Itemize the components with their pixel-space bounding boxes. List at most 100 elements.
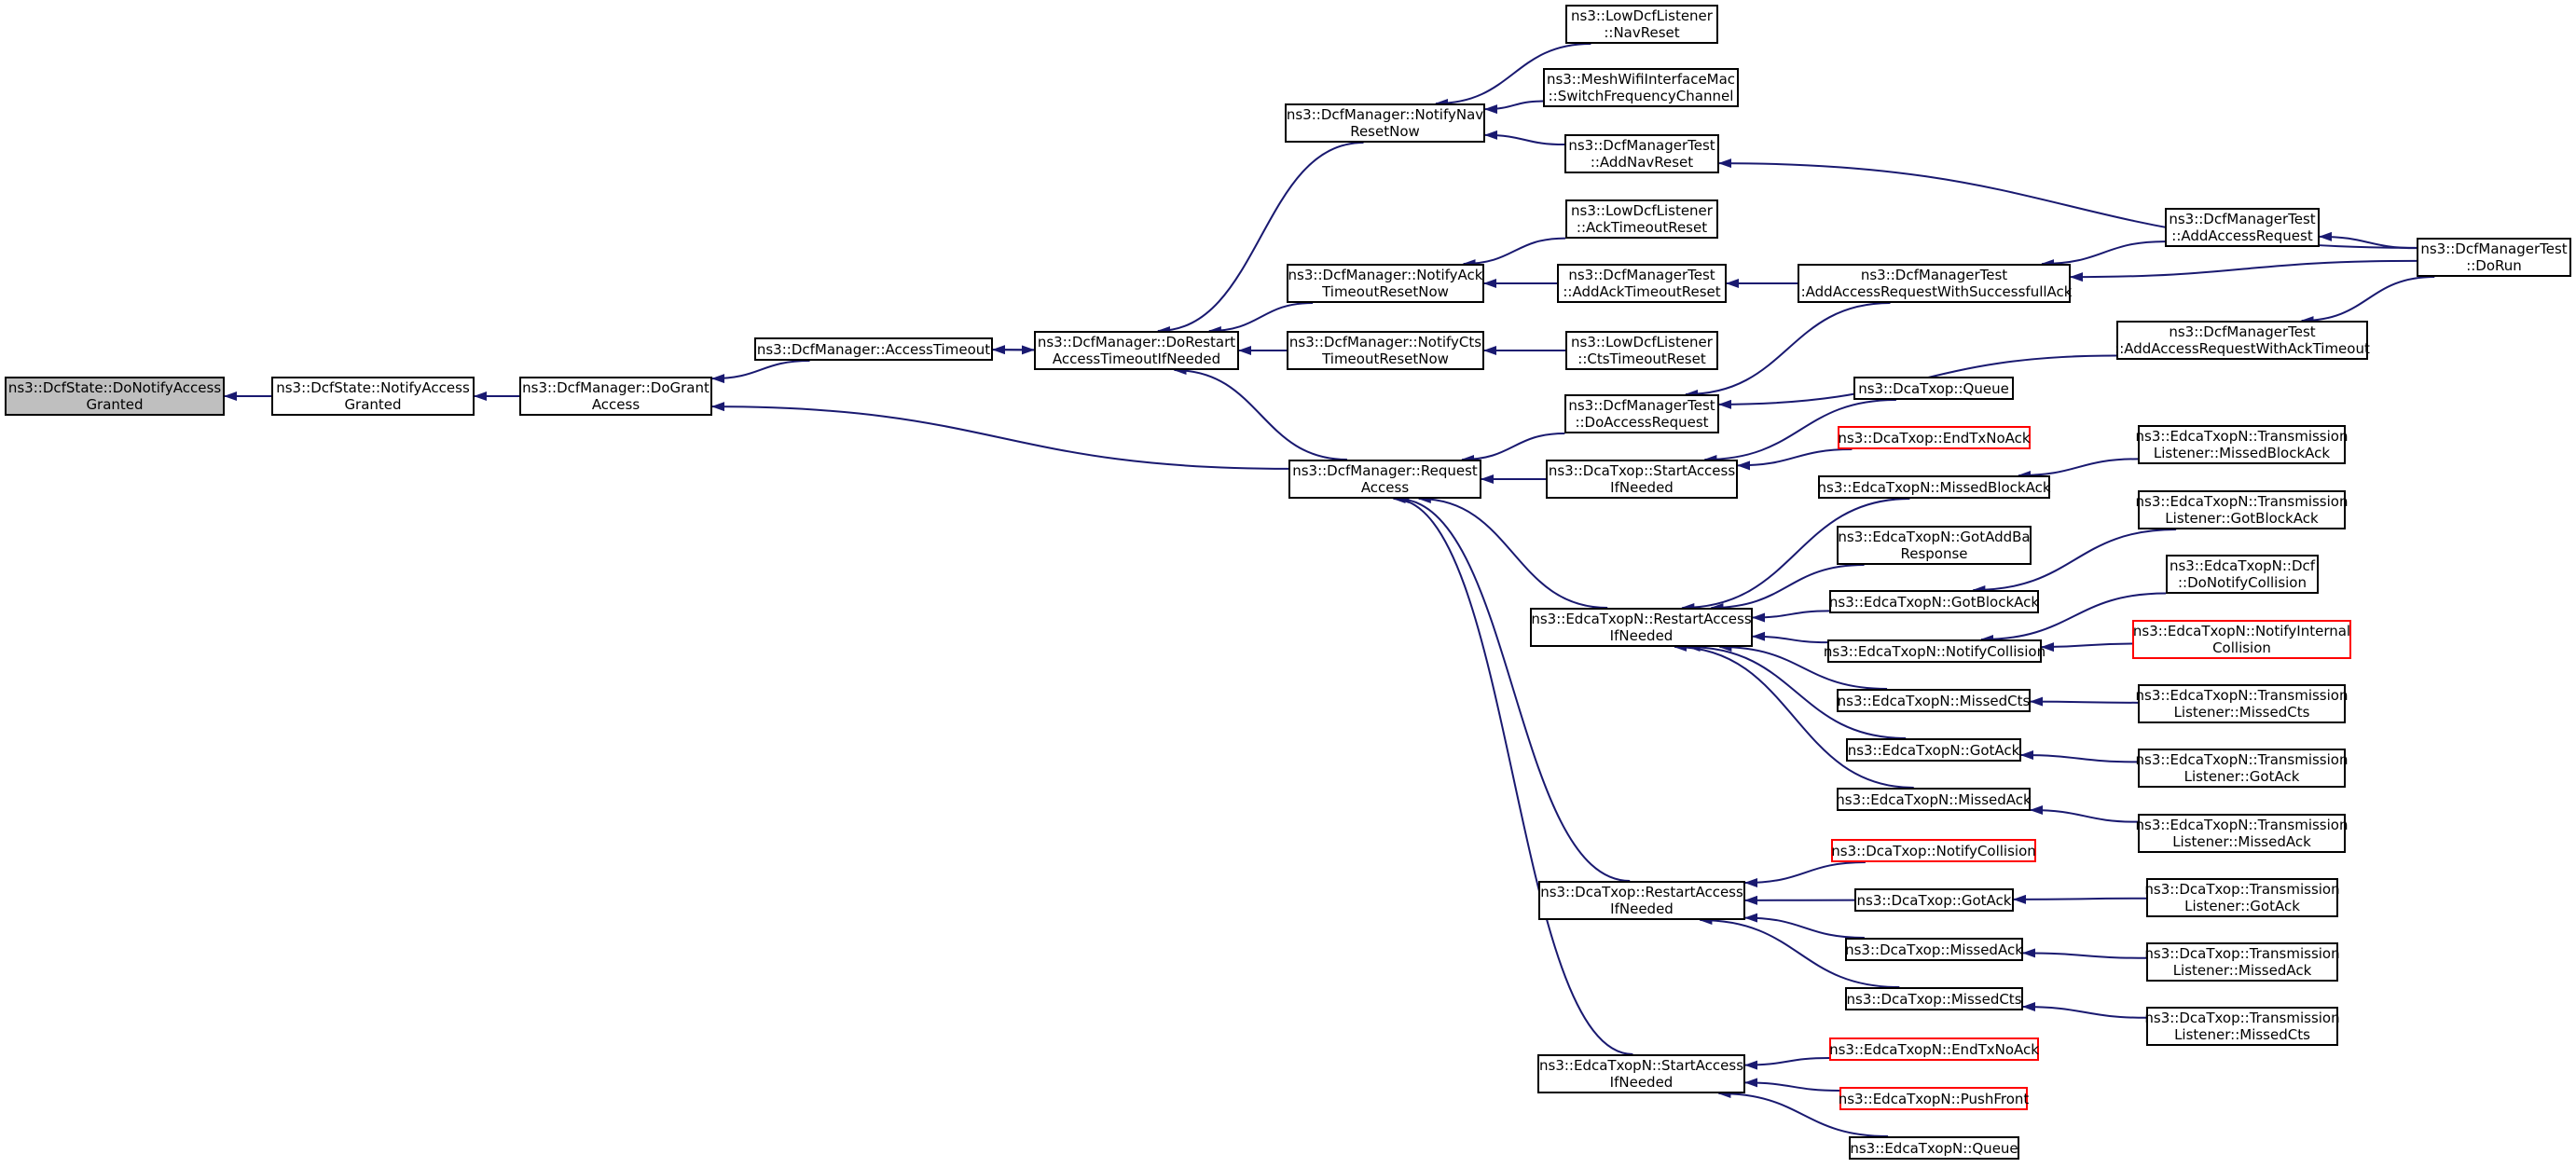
node-label-line: ::AddAckTimeoutReset — [1563, 283, 1721, 300]
edge-n_dca_missedcts-to-n_dca_restart — [1699, 915, 1900, 988]
node-edcatxopn-pushfront[interactable]: ns3::EdcaTxopN::PushFront — [1838, 1087, 2030, 1110]
node-dcatxop-missedcts[interactable]: ns3::DcaTxop::MissedCts — [1845, 987, 2023, 1010]
edge-n_addreqsuccack-to-n_doaccessrequest — [1685, 302, 1891, 399]
node-label-line: Response — [1900, 545, 1968, 562]
node-dcfmanager-dograntaccess[interactable]: ns3::DcfManager::DoGrant Access — [519, 377, 712, 416]
node-label-line: ::AddAccessRequestWithSuccessfullAck — [1796, 283, 2073, 300]
node-edcatxopn-queue[interactable]: ns3::EdcaTxopN::Queue — [1849, 1136, 2019, 1160]
node-label-line: ns3::DcfState::NotifyAccess — [276, 379, 470, 396]
edge-n_dca_missedack-to-n_dca_restart — [1744, 913, 1865, 939]
node-label-line: ns3::EdcaTxopN::MissedCts — [1837, 692, 2031, 709]
node-dcfmanagertest-addaccessrequestwithsuccessfullack[interactable]: ns3::DcfManagerTest ::AddAccessRequestWi… — [1796, 264, 2073, 303]
node-dcfmanagertest-addaccessrequestwithacktimeout[interactable]: ns3::DcfManagerTest ::AddAccessRequestWi… — [2115, 321, 2370, 360]
node-label-line: ::DoAccessRequest — [1575, 414, 1709, 431]
edge-n_edca_notifyinternal-to-n_edca_notifycollision — [2041, 642, 2133, 653]
node-edcatxopn-transmissionlistener-missedcts[interactable]: ns3::EdcaTxopN::Transmission Listener::M… — [2136, 684, 2348, 723]
node-label-line: ::AddAccessRequest — [2171, 227, 2313, 244]
node-label-line: IfNeeded — [1609, 627, 1674, 644]
node-edcatxopn-transmissionlistener-missedblockack[interactable]: ns3::EdcaTxopN::Transmission Listener::M… — [2136, 425, 2348, 464]
node-dcfmanagertest-addnavreset[interactable]: ns3::DcfManagerTest ::AddNavReset — [1564, 134, 1719, 173]
node-edcatxopn-notifycollision[interactable]: ns3::EdcaTxopN::NotifyCollision — [1824, 639, 2046, 663]
node-label-line: Listener::GotAck — [2183, 768, 2300, 785]
node-dcfstate-donotifyaccessgranted[interactable]: ns3::DcfState::DoNotifyAccess Granted — [5, 377, 225, 416]
node-edcatxopn-startaccessifneeded[interactable]: ns3::EdcaTxopN::StartAccess IfNeeded — [1537, 1054, 1745, 1093]
edge-n_meshswitch-to-n_notifynav — [1484, 100, 1544, 115]
edge-n_tl_missedblockack-to-n_edca_missedblockack — [2018, 458, 2139, 480]
edge-n_edca_missedblockack-to-n_edca_restart — [1681, 498, 1910, 612]
node-dcfmanagertest-addaccessrequest[interactable]: ns3::DcfManagerTest ::AddAccessRequest — [2165, 208, 2320, 247]
node-label-line: IfNeeded — [1610, 900, 1674, 917]
node-lowdcflistener-ctstimeoutreset[interactable]: ns3::LowDcfListener ::CtsTimeoutReset — [1565, 331, 1718, 370]
node-edcatxopn-gotack[interactable]: ns3::EdcaTxopN::GotAck — [1846, 738, 2021, 762]
node-edcatxopn-notifyinternalcollision[interactable]: ns3::EdcaTxopN::NotifyInternal Collision — [2132, 620, 2351, 659]
node-edcatxopn-missedack[interactable]: ns3::EdcaTxopN::MissedAck — [1836, 788, 2032, 811]
node-dcatxop-endtxnoack[interactable]: ns3::DcaTxop::EndTxNoAck — [1838, 426, 2031, 449]
node-label-line: ResetNow — [1350, 123, 1420, 140]
node-label-line: TimeoutResetNow — [1322, 283, 1449, 300]
node-dcfmanager-requestaccess[interactable]: ns3::DcfManager::Request Access — [1288, 460, 1481, 499]
edge-n_dtl_missedack-to-n_dca_missedack — [2022, 948, 2147, 959]
node-label-line: ns3::DcfManager::DoRestart — [1037, 334, 1236, 350]
node-dcfmanager-notifynavresetnow[interactable]: ns3::DcfManager::NotifyNav ResetNow — [1285, 103, 1485, 143]
node-label-line: Listener::MissedCts — [2173, 704, 2310, 721]
node-label-line: Listener::MissedCts — [2174, 1026, 2310, 1043]
edge-n_lownavreset-to-n_notifynav — [1435, 43, 1591, 108]
node-edcatxopn-restartaccessifneeded[interactable]: ns3::EdcaTxopN::RestartAccess IfNeeded — [1530, 608, 1753, 647]
node-lowdcflistener-navreset[interactable]: ns3::LowDcfListener ::NavReset — [1565, 5, 1718, 44]
node-dcatxop-restartaccessifneeded[interactable]: ns3::DcaTxop::RestartAccess IfNeeded — [1538, 881, 1745, 920]
node-dcfmanager-dorestartaccesstimeoutifneeded[interactable]: ns3::DcfManager::DoRestart AccessTimeout… — [1034, 331, 1239, 370]
node-edcatxopn-endtxnoack[interactable]: ns3::EdcaTxopN::EndTxNoAck — [1829, 1037, 2039, 1061]
node-edcatxopn-gotblockack[interactable]: ns3::EdcaTxopN::GotBlockAck — [1829, 590, 2039, 613]
node-label-line: Granted — [86, 396, 144, 413]
node-dcfmanager-notifyacktimeoutresetnow[interactable]: ns3::DcfManager::NotifyAck TimeoutResetN… — [1287, 264, 1484, 303]
node-dcfmanagertest-doaccessrequest[interactable]: ns3::DcfManagerTest ::DoAccessRequest — [1564, 394, 1719, 433]
node-label-line: ns3::DcaTxop::MissedCts — [1846, 990, 2022, 1008]
node-label-line: ns3::LowDcfListener — [1571, 7, 1713, 24]
node-dcatxop-transmissionlistener-missedack[interactable]: ns3::DcaTxop::Transmission Listener::Mis… — [2144, 942, 2340, 982]
node-dcfmanager-accesstimeout[interactable]: ns3::DcfManager::AccessTimeout — [754, 337, 993, 361]
node-edcatxopn-gotaddbaresponse[interactable]: ns3::EdcaTxopN::GotAddBa Response — [1837, 526, 2032, 565]
node-label-line: Listener::MissedAck — [2172, 833, 2311, 850]
node-label-line: ns3::LowDcfListener — [1571, 202, 1713, 219]
edge-n_addaccessrequest-to-n_addreqsuccack — [2041, 240, 2166, 268]
edge-n_edca_start-to-n_requestaccess — [1392, 494, 1633, 1055]
edge-n_notifyack-to-n_dorestart — [1207, 302, 1314, 336]
node-label-line: ns3::DcfManagerTest — [1568, 267, 1715, 283]
node-edcatxopn-missedblockack[interactable]: ns3::EdcaTxopN::MissedBlockAck — [1817, 475, 2051, 499]
node-dcfmanager-notifyctstimeoutresetnow[interactable]: ns3::DcfManager::NotifyCts TimeoutResetN… — [1287, 331, 1484, 370]
node-edcatxopn-missedcts[interactable]: ns3::EdcaTxopN::MissedCts — [1837, 689, 2031, 712]
node-label-line: ns3::EdcaTxopN::Transmission — [2135, 751, 2349, 768]
node-label-line: TimeoutResetNow — [1322, 350, 1449, 367]
node-edcatxopn-transmissionlistener-gotack[interactable]: ns3::EdcaTxopN::Transmission Listener::G… — [2135, 749, 2349, 788]
node-dcatxop-queue[interactable]: ns3::DcaTxop::Queue — [1853, 377, 2014, 400]
node-dcatxop-transmissionlistener-missedcts[interactable]: ns3::DcaTxop::Transmission Listener::Mis… — [2144, 1007, 2340, 1046]
node-edcatxopn-transmissionlistener-gotblockack[interactable]: ns3::EdcaTxopN::Transmission Listener::G… — [2135, 490, 2349, 529]
node-label-line: ns3::EdcaTxopN::MissedBlockAck — [1817, 478, 2051, 496]
edge-n_dorun-to-n_addreqacktimeout — [2300, 276, 2435, 325]
node-edcatxopn-dcf-donotifycollision[interactable]: ns3::EdcaTxopN::Dcf ::DoNotifyCollision — [2166, 555, 2319, 594]
node-label-line: ns3::EdcaTxopN::Transmission — [2135, 493, 2349, 510]
node-label-line: ns3::EdcaTxopN::Queue — [1850, 1139, 2018, 1157]
node-label-line: IfNeeded — [1610, 479, 1674, 496]
node-dcatxop-missedack[interactable]: ns3::DcaTxop::MissedAck — [1845, 938, 2023, 961]
node-meshwifiinterfacemac-switchfrequencychannel[interactable]: ns3::MeshWifiInterfaceMac ::SwitchFreque… — [1543, 68, 1739, 107]
node-dcatxop-startaccessifneeded[interactable]: ns3::DcaTxop::StartAccess IfNeeded — [1546, 460, 1738, 499]
edge-n_edca_gotack-to-n_edca_restart — [1687, 642, 1907, 739]
node-dcatxop-gotack[interactable]: ns3::DcaTxop::GotAck — [1854, 888, 2014, 912]
edge-n_dtl_missedcts-to-n_dca_missedcts — [2022, 1002, 2147, 1019]
node-dcatxop-transmissionlistener-gotack[interactable]: ns3::DcaTxop::Transmission Listener::Got… — [2144, 878, 2340, 917]
edge-n_notifynav-to-n_dorestart — [1156, 142, 1364, 336]
node-dcfmanagertest-dorun[interactable]: ns3::DcfManagerTest ::DoRun — [2417, 238, 2571, 277]
node-label-line: ns3::EdcaTxopN::Transmission — [2135, 817, 2349, 833]
node-label-line: ns3::DcaTxop::Queue — [1858, 379, 2009, 397]
node-lowdcflistener-acktimeoutreset[interactable]: ns3::LowDcfListener ::AckTimeoutReset — [1565, 199, 1718, 239]
node-dcfmanagertest-addacktimeoutreset[interactable]: ns3::DcfManagerTest ::AddAckTimeoutReset — [1557, 264, 1727, 303]
node-label-line: ::NavReset — [1604, 24, 1680, 41]
node-label-line: ::CtsTimeoutReset — [1577, 350, 1706, 367]
node-label-line: IfNeeded — [1609, 1074, 1674, 1091]
node-edcatxopn-transmissionlistener-missedack[interactable]: ns3::EdcaTxopN::Transmission Listener::M… — [2135, 814, 2349, 853]
node-dcfstate-notifyaccessgranted[interactable]: ns3::DcfState::NotifyAccess Granted — [271, 377, 475, 416]
node-dcatxop-notifycollision[interactable]: ns3::DcaTxop::NotifyCollision — [1831, 839, 2036, 862]
node-label-line: ns3::EdcaTxopN::PushFront — [1838, 1090, 2030, 1107]
